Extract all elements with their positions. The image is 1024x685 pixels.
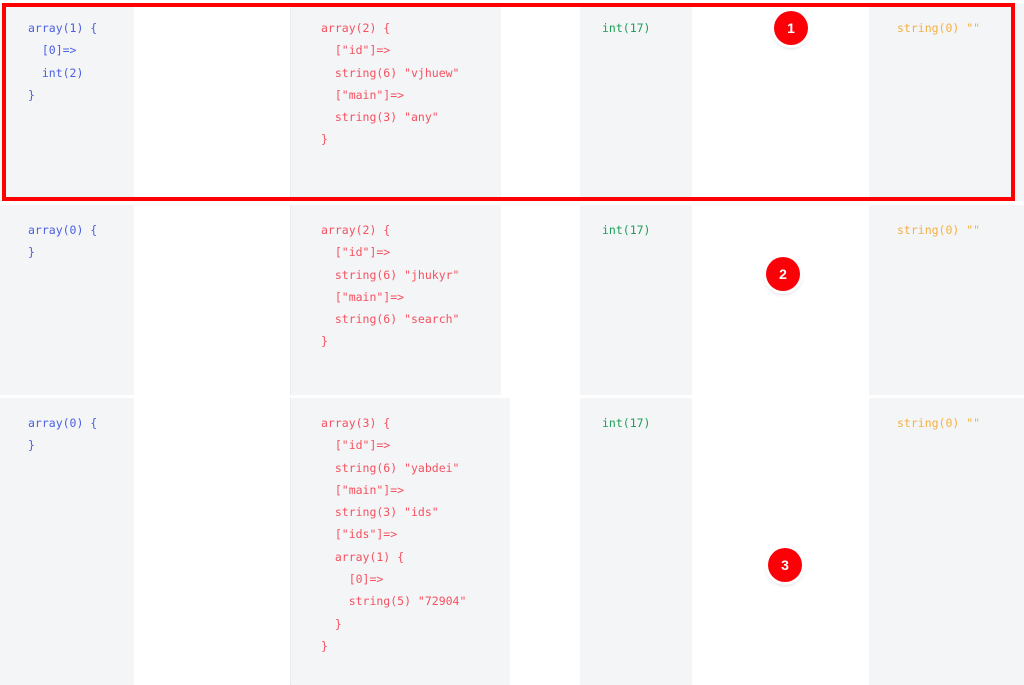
cell-row2-col5: int(17) — [580, 205, 692, 395]
cell-row1-col5: int(17) — [580, 3, 692, 201]
step-badge-3[interactable]: 3 — [768, 548, 802, 582]
cell-row3-col4 — [510, 398, 580, 685]
step-badge-2[interactable]: 2 — [766, 257, 800, 291]
cell-row3-col5: int(17) — [580, 398, 692, 685]
cell-row2-col1: array(0) { } — [0, 205, 134, 395]
cell-row2-col2 — [134, 205, 290, 395]
table-row: array(0) { } array(2) { ["id"]=> string(… — [0, 205, 1024, 395]
cell-row3-col2 — [134, 398, 290, 685]
cell-row2-col7: string(0) "" — [869, 205, 1024, 395]
cell-row2-col3: array(2) { ["id"]=> string(6) "jhukyr" [… — [290, 205, 501, 395]
cell-row2-col6 — [692, 205, 869, 395]
table-row: array(0) { } array(3) { ["id"]=> string(… — [0, 398, 1024, 685]
cell-row3-col7: string(0) "" — [869, 398, 1024, 685]
cell-row1-col4 — [501, 3, 580, 201]
step-badge-1[interactable]: 1 — [774, 11, 808, 45]
cell-row1-col7: string(0) "" — [869, 3, 1024, 201]
cell-row1-col1: array(1) { [0]=> int(2) } — [0, 3, 134, 201]
cell-row1-col3: array(2) { ["id"]=> string(6) "vjhuew" [… — [290, 3, 501, 201]
cell-row3-col3: array(3) { ["id"]=> string(6) "yabdei" [… — [290, 398, 510, 685]
cell-row2-col4 — [501, 205, 580, 395]
cell-row1-col2 — [134, 3, 290, 201]
table-row: array(1) { [0]=> int(2) } array(2) { ["i… — [0, 3, 1024, 201]
cell-row3-col1: array(0) { } — [0, 398, 134, 685]
cell-row3-col6 — [692, 398, 869, 685]
